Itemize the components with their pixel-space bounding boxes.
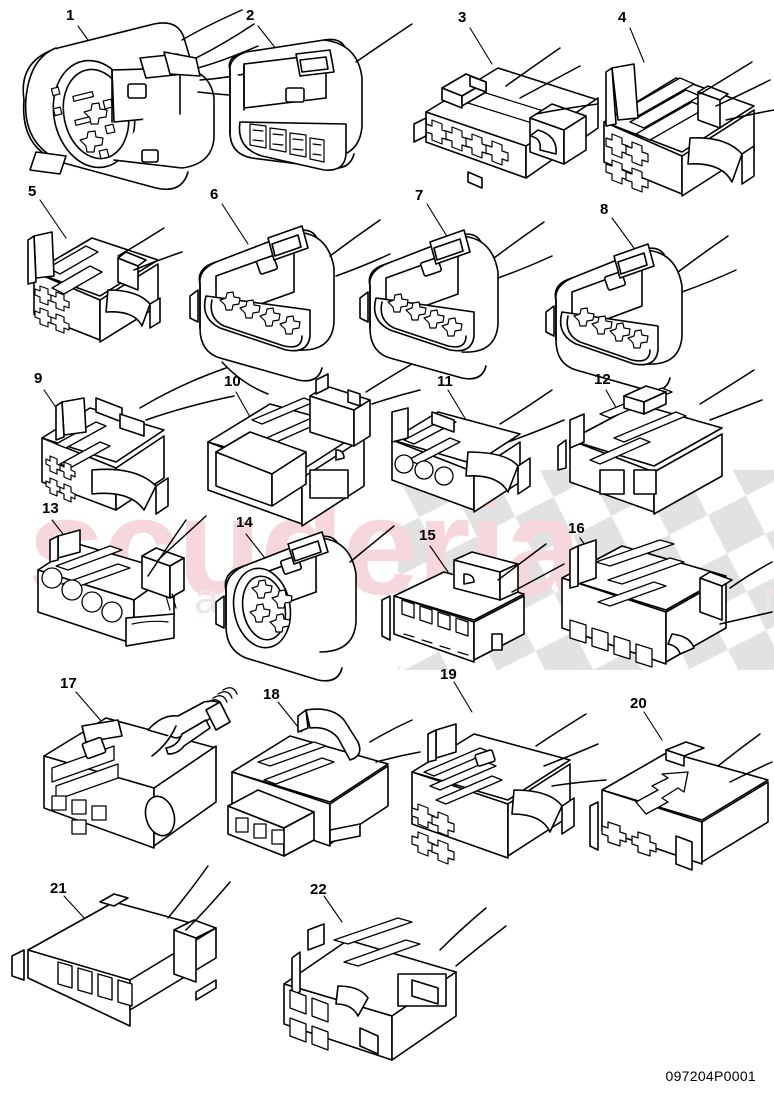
callout-number-18: 18 (263, 686, 280, 703)
callout-number-21: 21 (50, 880, 67, 897)
callout-number-16: 16 (568, 520, 585, 537)
callout-number-22: 22 (310, 881, 327, 898)
callout-number-17: 17 (60, 675, 77, 692)
callout-number-6: 6 (210, 186, 219, 203)
callout-number-5: 5 (28, 183, 37, 200)
callout-number-12: 12 (594, 371, 611, 388)
callout-number-20: 20 (630, 695, 647, 712)
callout-number-14: 14 (236, 514, 253, 531)
document-code: 097204P0001 (665, 1068, 756, 1084)
callout-number-11: 11 (437, 373, 453, 390)
callout-number-19: 19 (440, 666, 457, 683)
callout-number-10: 10 (224, 373, 241, 390)
callout-number-7: 7 (415, 187, 424, 204)
callout-number-1: 1 (66, 7, 75, 24)
callout-number-15: 15 (419, 527, 436, 544)
callout-number-2: 2 (246, 7, 255, 24)
callout-number-9: 9 (34, 370, 43, 387)
callout-number-13: 13 (42, 500, 59, 517)
callout-number-3: 3 (458, 9, 467, 26)
callout-number-4: 4 (618, 9, 627, 26)
callout-number-8: 8 (600, 201, 609, 218)
